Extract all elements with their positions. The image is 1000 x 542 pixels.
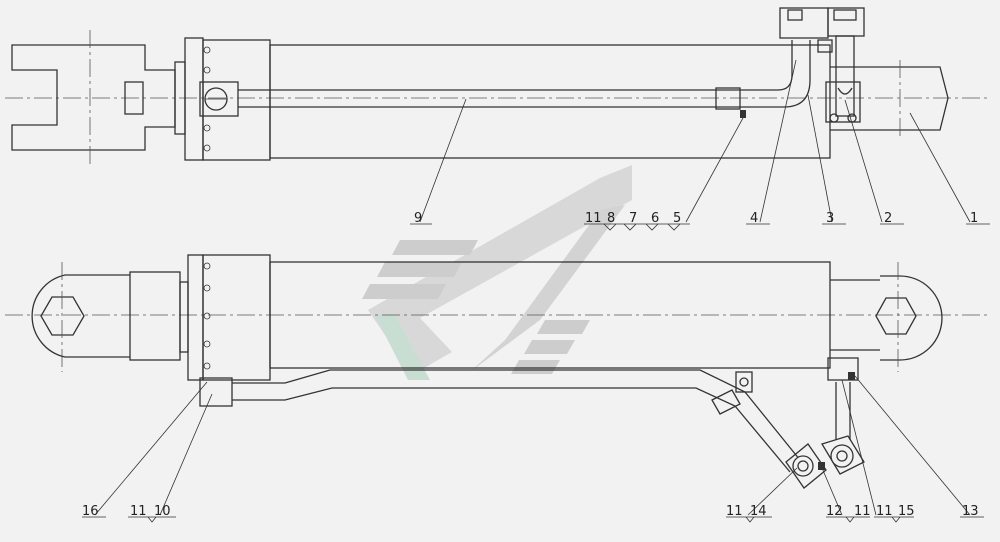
callout-11-c: 11 — [854, 504, 871, 519]
bottom-left-eye — [31, 262, 189, 372]
bottom-oil-tube — [199, 369, 801, 473]
callout-13: 13 — [962, 504, 979, 519]
callout-11-b: 11 — [726, 504, 743, 519]
bottom-view: 16 11 10 11 14 12 11 11 15 13 — [5, 254, 990, 523]
callout-10: 10 — [154, 504, 171, 519]
watermark-stripe-1 — [392, 240, 478, 255]
bottom-right-fitting — [827, 357, 859, 440]
callout-11-d: 11 — [876, 504, 893, 519]
top-fittings — [779, 7, 865, 123]
callout-8: 8 — [607, 211, 615, 226]
watermark-stripe-3 — [362, 284, 446, 299]
top-clevis — [11, 30, 186, 165]
callout-9: 9 — [414, 211, 422, 226]
watermark-logo — [362, 165, 632, 380]
callout-12: 12 — [826, 504, 843, 519]
callout-1: 1 — [970, 211, 978, 226]
top-oil-tube — [238, 40, 811, 118]
callout-15: 15 — [898, 504, 915, 519]
callout-16: 16 — [82, 504, 99, 519]
callout-2: 2 — [884, 211, 892, 226]
top-cylinder-barrel — [269, 44, 831, 159]
bottom-cylinder-barrel — [269, 261, 831, 369]
watermark-stripe-6 — [511, 360, 560, 374]
watermark-chevron — [368, 165, 632, 375]
callout-7: 7 — [629, 211, 637, 226]
watermark-stripe-4 — [537, 320, 590, 334]
top-callouts: 9 11 8 7 6 5 4 3 2 1 — [414, 211, 978, 226]
callout-14: 14 — [750, 504, 767, 519]
callout-11-a: 11 — [130, 504, 147, 519]
watermark-diagonal — [470, 205, 625, 372]
bottom-callouts: 16 11 10 11 14 12 11 11 15 13 — [82, 504, 979, 519]
top-leader-lines — [410, 59, 990, 231]
top-cylinder-head — [184, 37, 271, 161]
top-piston-rod — [830, 60, 949, 138]
callout-5: 5 — [673, 211, 681, 226]
watermark-stripe-2 — [377, 262, 462, 277]
bottom-flange-blocks — [785, 435, 865, 489]
top-view: 9 11 8 7 6 5 4 3 2 1 — [5, 7, 990, 231]
callout-4: 4 — [750, 211, 758, 226]
watermark-stripe-5 — [524, 340, 575, 354]
bottom-leader-lines — [82, 375, 984, 523]
callout-11-top: 11 — [585, 211, 602, 226]
callout-3: 3 — [826, 211, 834, 226]
watermark-teal-base — [375, 315, 430, 380]
callout-6: 6 — [651, 211, 659, 226]
bottom-rod-eye — [830, 262, 943, 372]
bottom-cylinder-head — [187, 254, 271, 381]
